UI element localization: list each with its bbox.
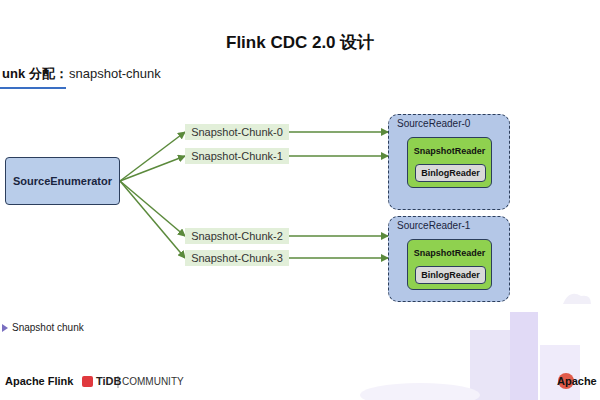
subtitle-underline: [0, 87, 66, 89]
node-text: SourceReader-0: [397, 118, 470, 129]
node-text: Snapshot-Chunk-3: [191, 252, 283, 264]
arrow-connector: [289, 257, 388, 259]
node-text: SourceEnumerator: [13, 175, 112, 187]
node-text: BinlogReader: [421, 270, 480, 280]
subtitle: snapshot-chunk: [69, 66, 161, 81]
source-enumerator: SourceEnumerator: [5, 157, 120, 205]
snapshot-chunk: Snapshot-Chunk-1: [185, 148, 289, 164]
node-text: Snapshot-Chunk-1: [191, 150, 283, 162]
arrow-connector: [120, 181, 185, 258]
node-text: SnapshotReader: [414, 146, 486, 156]
tidb-logo: [82, 376, 93, 387]
slide-title: Flink CDC 2.0 设计: [226, 31, 374, 54]
footer-logo: Apache Flink: [5, 375, 73, 387]
snapshot-chunk: Snapshot-Chunk-2: [185, 228, 289, 244]
footer-logo: COMMUNITY: [122, 376, 184, 387]
node-text: SourceReader-1: [397, 220, 470, 231]
node-text: Snapshot-Chunk-0: [191, 126, 283, 138]
footer-logo: Apache: [557, 375, 597, 387]
snapshot-reader: SnapshotReaderBinlogReader: [407, 137, 492, 188]
node-text: BinlogReader: [421, 168, 480, 178]
node-text: SnapshotReader: [414, 248, 486, 258]
arrow-connector: [120, 132, 185, 181]
arrow-connector: [120, 181, 185, 236]
binlog-reader: BinlogReader: [415, 164, 486, 182]
footer-logo: TiDB: [96, 375, 121, 387]
snapshot-reader: SnapshotReaderBinlogReader: [407, 239, 492, 290]
subtitle: unk 分配：: [2, 65, 68, 83]
arrow-connector: [289, 155, 388, 157]
snapshot-chunk: Snapshot-Chunk-0: [185, 124, 289, 140]
binlog-reader: BinlogReader: [415, 266, 486, 284]
source-reader: SourceReader-0SnapshotReaderBinlogReader: [388, 114, 510, 210]
bullet-arrow: [2, 324, 8, 332]
note-text: Snapshot chunk: [12, 322, 84, 333]
node-text: Snapshot-Chunk-2: [191, 230, 283, 242]
building-illustration: [360, 294, 591, 400]
snapshot-chunk: Snapshot-Chunk-3: [185, 250, 289, 266]
arrow-connector: [120, 156, 185, 181]
arrow-connector: [289, 235, 388, 237]
arrow-connector: [289, 131, 388, 133]
source-reader: SourceReader-1SnapshotReaderBinlogReader: [388, 216, 510, 302]
